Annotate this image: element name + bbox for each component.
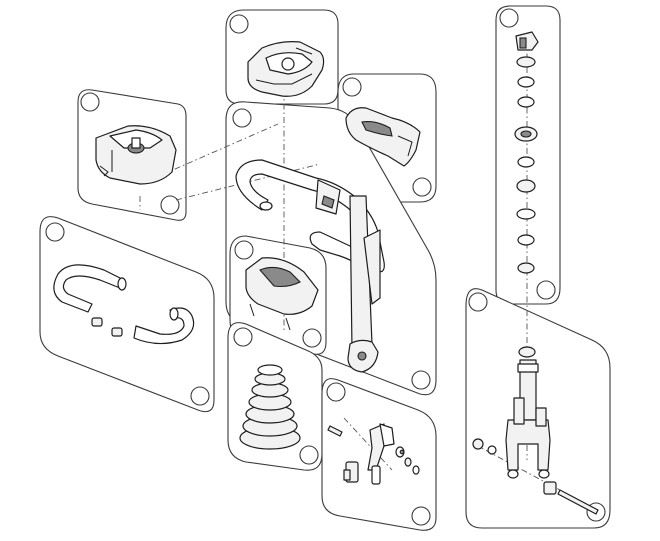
callout-ring xyxy=(45,222,65,242)
upper-shell xyxy=(345,107,421,167)
callout-ring xyxy=(80,92,100,112)
callout-ring xyxy=(160,195,180,215)
callout-ring xyxy=(326,382,346,402)
callout-ring xyxy=(232,108,252,128)
top-cover xyxy=(247,41,325,97)
loose-handlebar xyxy=(53,264,195,345)
callout-ring xyxy=(234,240,254,260)
steering-stack-panel xyxy=(495,5,561,305)
callout-ring xyxy=(299,445,319,465)
fork xyxy=(472,346,599,515)
hardware xyxy=(327,423,420,485)
callout-ring xyxy=(233,327,253,347)
callout-ring xyxy=(536,280,556,300)
callout-ring xyxy=(412,177,432,197)
steering-stack xyxy=(514,31,539,274)
callout-rings xyxy=(45,8,606,526)
callout-ring xyxy=(342,77,362,97)
lower-shroud xyxy=(245,257,319,331)
callout-ring xyxy=(499,8,519,28)
handlebar-frame xyxy=(235,159,385,373)
tank xyxy=(95,125,177,185)
callout-ring xyxy=(229,14,249,34)
bellows xyxy=(239,364,301,450)
callout-ring xyxy=(411,370,431,390)
callout-ring xyxy=(468,292,488,312)
callout-ring xyxy=(411,506,431,526)
callout-ring xyxy=(190,386,210,406)
callout-ring xyxy=(302,328,322,348)
